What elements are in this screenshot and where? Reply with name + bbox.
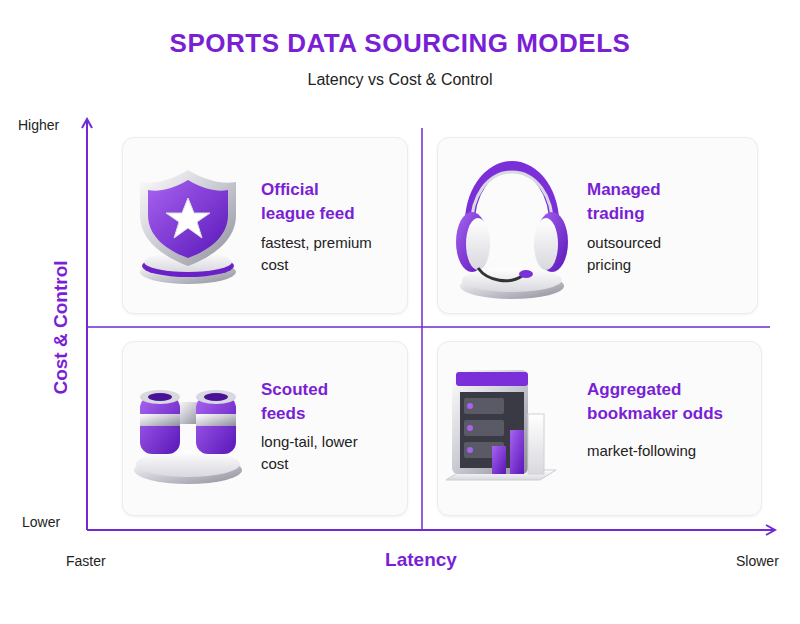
card-heading: Aggregated bookmaker odds — [587, 378, 747, 426]
quadrant-divider — [87, 326, 770, 328]
subtitle: Latency vs Cost & Control — [308, 70, 493, 90]
axis-end-label: Lower — [22, 513, 60, 531]
quadrant-card: Aggregated bookmaker odds market-followin… — [437, 341, 762, 516]
axis-title: Latency — [385, 548, 457, 571]
y-axis — [86, 120, 88, 530]
diagram-title: SPORTS DATA SOURCING MODELS — [0, 28, 800, 59]
card-description: long-tail, lower cost — [261, 431, 386, 475]
quadrant-card: Official league feed fastest, premium cos… — [122, 137, 408, 314]
quadrant-card: Managed trading outsourced pricing — [437, 137, 758, 314]
axis-end-label: Faster — [66, 552, 106, 570]
card-description: fastest, premium cost — [261, 232, 391, 276]
quadrant-card: Scouted feeds long-tail, lower cost — [122, 341, 408, 516]
card-heading: Official league feed — [261, 178, 373, 226]
axis-end-label: Higher — [18, 116, 59, 134]
axis-end-label: Slower — [736, 552, 779, 570]
x-axis — [87, 529, 774, 531]
card-description: market-following — [587, 440, 747, 462]
card-heading: Scouted feeds — [261, 378, 361, 426]
axis-title: Cost & Control — [49, 260, 72, 394]
card-heading: Managed trading — [587, 178, 697, 226]
quadrant-divider — [421, 128, 423, 530]
card-description: outsourced pricing — [587, 232, 687, 276]
